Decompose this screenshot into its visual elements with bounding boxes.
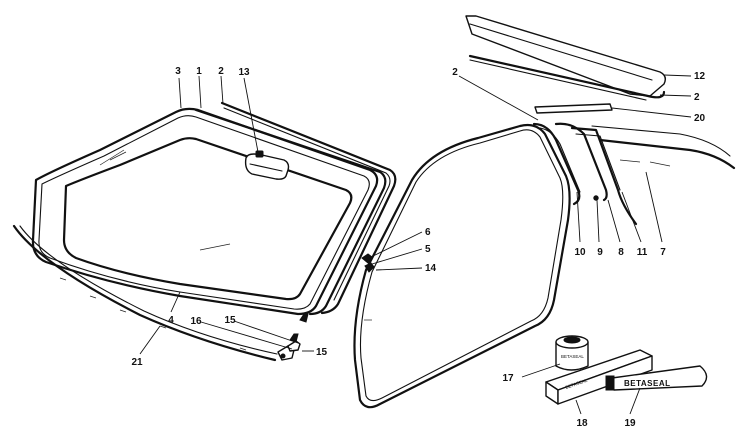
label-2-windscreen: 2: [218, 66, 224, 77]
part-labels: 3 1 2 13 2 12 2 20 10 9 8 11 7 6 5 14 4 …: [131, 66, 705, 429]
can-print: BETASEAL: [561, 354, 584, 359]
lower-seal-strip: [12, 224, 278, 362]
label-8: 8: [618, 247, 624, 258]
label-6: 6: [425, 227, 431, 238]
label-2-strip: 2: [694, 92, 700, 103]
label-19: 19: [624, 418, 636, 429]
label-21: 21: [131, 357, 143, 368]
label-16: 16: [190, 316, 202, 327]
label-14: 14: [425, 263, 437, 274]
label-11: 11: [637, 247, 648, 258]
label-2-quarter: 2: [452, 67, 458, 78]
label-15-upper: 15: [224, 315, 236, 326]
label-18: 18: [576, 418, 588, 429]
label-1: 1: [196, 66, 202, 77]
door-frame-seal: [353, 123, 571, 409]
label-10: 10: [574, 247, 586, 258]
tube-brand: BETASEAL: [624, 379, 671, 388]
label-5: 5: [425, 244, 431, 255]
label-3: 3: [175, 66, 181, 77]
rear-view-mirror: [244, 150, 290, 180]
leader-lines: [139, 74, 692, 415]
label-4: 4: [168, 315, 174, 326]
label-13: 13: [238, 67, 250, 78]
label-12: 12: [694, 71, 706, 82]
label-9: 9: [597, 247, 603, 258]
label-7: 7: [660, 247, 666, 258]
sealant-products: BETASEAL BETASEAL BETASEAL: [545, 335, 708, 405]
windscreen-assembly: [31, 101, 397, 361]
quarter-window-group: [532, 103, 736, 226]
label-20: 20: [694, 113, 706, 124]
label-17: 17: [502, 373, 514, 384]
top-trim-strips: [465, 15, 667, 101]
label-15-lower: 15: [316, 347, 328, 358]
